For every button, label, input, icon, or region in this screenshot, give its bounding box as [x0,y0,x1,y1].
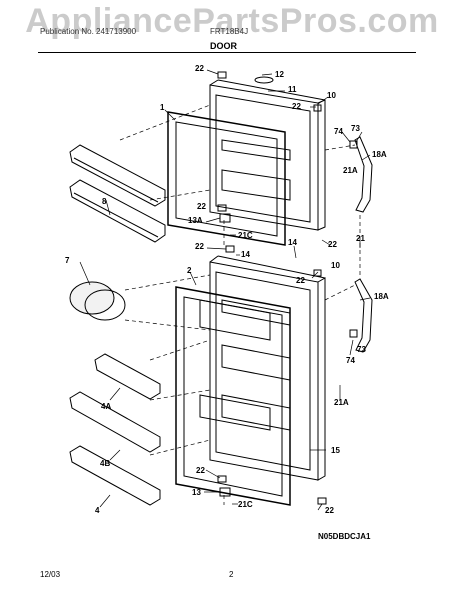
callout-74-bottom: 74 [346,356,355,365]
callout-74-top: 74 [334,127,343,136]
callout-1: 1 [160,103,165,112]
callout-15: 15 [331,446,340,455]
freezer-door-gasket [167,111,286,246]
callout-22-mid: 22 [195,242,204,251]
callout-21: 21 [356,234,365,243]
callout-21a-bottom: 21A [334,398,349,407]
callout-18a-top: 18A [372,150,387,159]
small-hardware [217,71,358,505]
callout-4: 4 [95,506,100,515]
callout-13: 13 [192,488,201,497]
footer-page-number: 2 [229,570,234,579]
callout-22-mid-left: 22 [197,202,206,211]
dairy-compartment [69,281,126,321]
alignment-lines [119,104,361,505]
leader-lines [79,69,371,511]
callout-22-lower-right: 22 [296,276,305,285]
callout-14: 14 [241,250,250,259]
fresh-food-door-gasket [175,286,291,506]
callout-11: 11 [288,85,297,94]
drawing-code: N05DBDCJA1 [318,532,371,541]
callout-21a-top: 21A [343,166,358,175]
callout-18a-bottom: 18A [374,292,389,301]
footer-date: 12/03 [40,570,61,579]
callout-12: 12 [275,70,284,79]
model-number: FRT18B4J [210,27,249,36]
callout-10-top: 10 [327,91,336,100]
section-title: DOOR [210,41,237,51]
publication-number: Publication No. 241713900 [40,27,137,36]
header-rule [38,52,416,53]
callout-4a: 4A [101,402,112,411]
callout-10-bottom: 10 [331,261,340,270]
watermark: AppliancePartsPros.com [25,2,439,40]
callout-22-mid-right: 22 [328,240,337,249]
fresh-food-door-panel [209,255,326,481]
callout-4b: 4B [100,459,111,468]
callout-7: 7 [65,256,70,265]
callout-73-top: 73 [351,124,360,133]
callout-22-upper-right: 22 [292,102,301,111]
callout-21c-bottom: 21C [238,500,253,509]
callout-8: 8 [102,197,107,206]
callout-21c-top: 21C [238,231,253,240]
callout-22-top: 22 [195,64,204,73]
callout-2: 2 [187,266,192,275]
callout-22-bottom: 22 [325,506,334,515]
callout-13a: 13A [188,216,203,225]
fresh-food-door-shelves [69,353,161,506]
door-handles [354,136,373,353]
freezer-door-panel [209,79,326,231]
callout-22-lower-left: 22 [196,466,205,475]
callout-73-bottom: 73 [357,345,366,354]
freezer-door-shelves [69,144,166,243]
callout-14-right: 14 [288,238,297,247]
